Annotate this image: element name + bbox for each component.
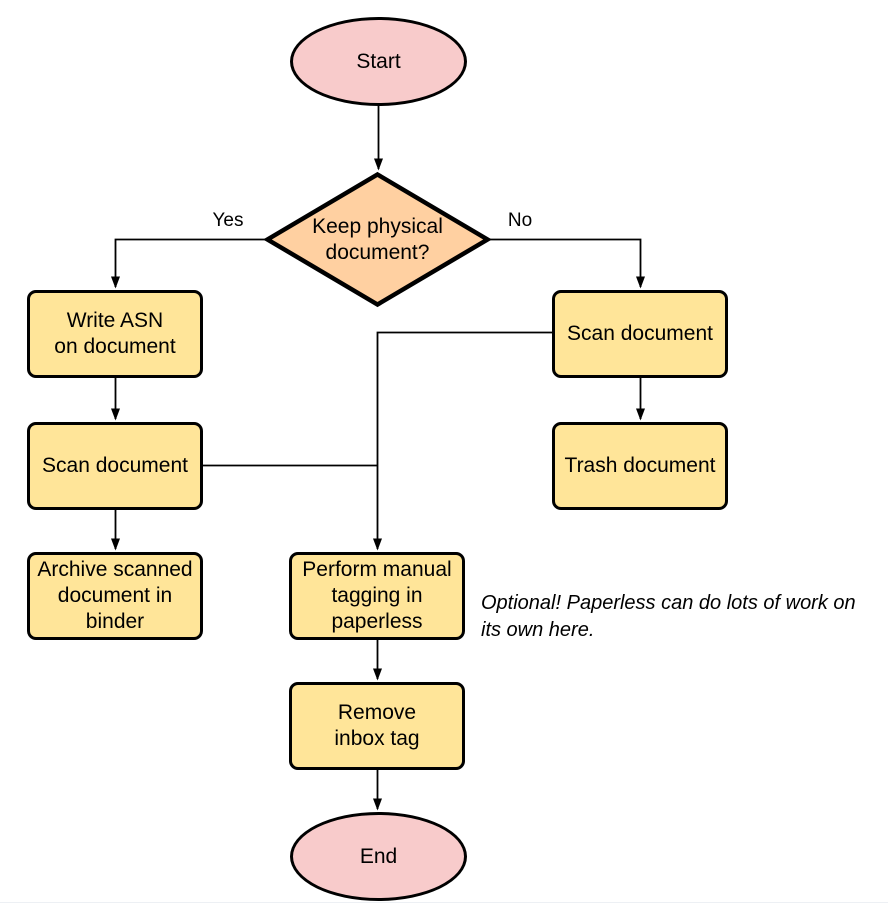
manual-tagging-node: Perform manual tagging in paperless xyxy=(289,552,465,640)
remove-inbox-tag-node: Remove inbox tag xyxy=(289,682,465,770)
start-node: Start xyxy=(290,17,467,106)
decision-node-label: Keep physical document? xyxy=(312,214,443,264)
archive-binder-node: Archive scanned document in binder xyxy=(27,552,203,640)
end-node: End xyxy=(290,812,467,901)
edge-decision-no-to-scan-right xyxy=(490,238,645,289)
optional-note: Optional! Paperless can do lots of work … xyxy=(481,592,856,641)
scan-document-left-node: Scan document xyxy=(27,422,203,510)
edge-scan-right-to-manual-tagging xyxy=(373,331,552,551)
bottom-divider xyxy=(0,902,888,903)
scan-document-right-node: Scan document xyxy=(552,290,728,378)
edge-label-yes: Yes xyxy=(212,210,244,231)
write-asn-node: Write ASN on document xyxy=(27,290,203,378)
edge-label-no: No xyxy=(507,210,533,231)
edge-decision-yes-to-write-asn xyxy=(111,238,265,289)
trash-document-node: Trash document xyxy=(552,422,728,510)
decision-diamond-shape xyxy=(263,171,492,308)
